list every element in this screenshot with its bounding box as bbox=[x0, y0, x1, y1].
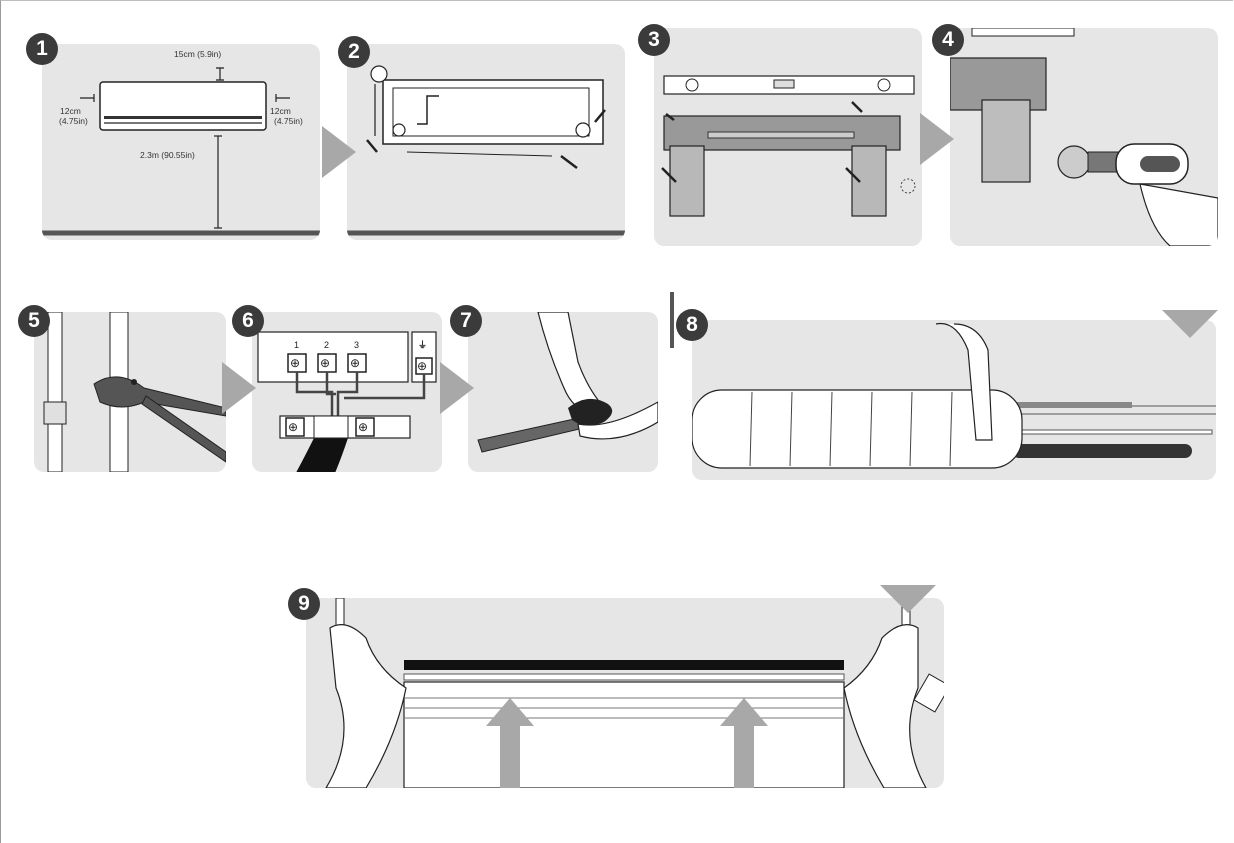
step-1-panel: 15cm (5.9in) 12cm (4.75in) 12cm (4.75in)… bbox=[42, 44, 320, 240]
screw-terminal-icon: ⊕ bbox=[358, 420, 369, 434]
push-up-arrow-icon bbox=[734, 724, 754, 788]
screw-terminal-icon: ⊕ bbox=[320, 356, 331, 370]
push-up-arrow-icon bbox=[500, 724, 520, 788]
insulation-tape-illustration bbox=[477, 312, 658, 453]
left-clearance-in-label: (4.75in) bbox=[59, 116, 88, 126]
step-4-badge: 4 bbox=[932, 24, 964, 56]
step-1-badge: 1 bbox=[26, 33, 58, 65]
mounting-plate-layout-illustration bbox=[347, 65, 625, 236]
terminal-label-3: 3 bbox=[354, 340, 360, 350]
pipe-wrench-illustration bbox=[43, 312, 226, 472]
flow-arrow-icon bbox=[920, 113, 954, 165]
screw-terminal-icon: ⊕ bbox=[417, 359, 428, 373]
step-8-badge: 8 bbox=[676, 309, 708, 341]
section-divider bbox=[670, 292, 674, 348]
step-6-badge: 6 bbox=[232, 305, 264, 337]
screw-terminal-icon: ⊕ bbox=[350, 356, 361, 370]
step-2-panel bbox=[347, 44, 625, 240]
flow-arrow-icon bbox=[1162, 310, 1218, 338]
terminal-label-2: 2 bbox=[324, 340, 330, 350]
left-clearance-cm-label: 12cm bbox=[60, 106, 81, 116]
flow-arrow-icon bbox=[880, 585, 936, 613]
step-5-panel bbox=[34, 312, 226, 472]
step-9-panel bbox=[306, 598, 944, 788]
pipe-wrapping-illustration bbox=[692, 322, 1216, 469]
step-3-badge: 3 bbox=[638, 24, 670, 56]
terminal-label-1: 1 bbox=[294, 340, 300, 350]
level-bracket-illustration bbox=[661, 75, 916, 217]
right-clearance-cm-label: 12cm bbox=[270, 106, 291, 116]
ground-symbol-icon: ⏚ bbox=[418, 340, 428, 350]
flow-arrow-icon bbox=[322, 126, 356, 178]
step-3-panel bbox=[654, 28, 922, 246]
step-7-badge: 7 bbox=[450, 305, 482, 337]
terminal-wiring-illustration bbox=[257, 331, 437, 472]
step-4-panel bbox=[950, 28, 1218, 246]
step-5-badge: 5 bbox=[18, 305, 50, 337]
indoor-unit-clearance-illustration bbox=[42, 67, 320, 236]
screw-terminal-icon: ⊕ bbox=[288, 420, 299, 434]
hang-indoor-unit-illustration bbox=[325, 598, 944, 788]
step-7-panel bbox=[468, 312, 658, 472]
right-clearance-in-label: (4.75in) bbox=[274, 116, 303, 126]
floor-clearance-label: 2.3m (90.55in) bbox=[140, 150, 195, 160]
top-clearance-label: 15cm (5.9in) bbox=[174, 49, 222, 59]
flow-arrow-icon bbox=[440, 362, 474, 414]
step-9-badge: 9 bbox=[288, 588, 320, 620]
step-6-panel: 1 2 3 ⏚ ⊕ ⊕ ⊕ ⊕ ⊕ ⊕ bbox=[252, 312, 442, 472]
screw-terminal-icon: ⊕ bbox=[290, 356, 301, 370]
step-2-badge: 2 bbox=[338, 36, 370, 68]
drill-illustration bbox=[950, 28, 1218, 246]
flow-arrow-icon bbox=[222, 362, 256, 414]
step-8-panel bbox=[692, 320, 1216, 480]
